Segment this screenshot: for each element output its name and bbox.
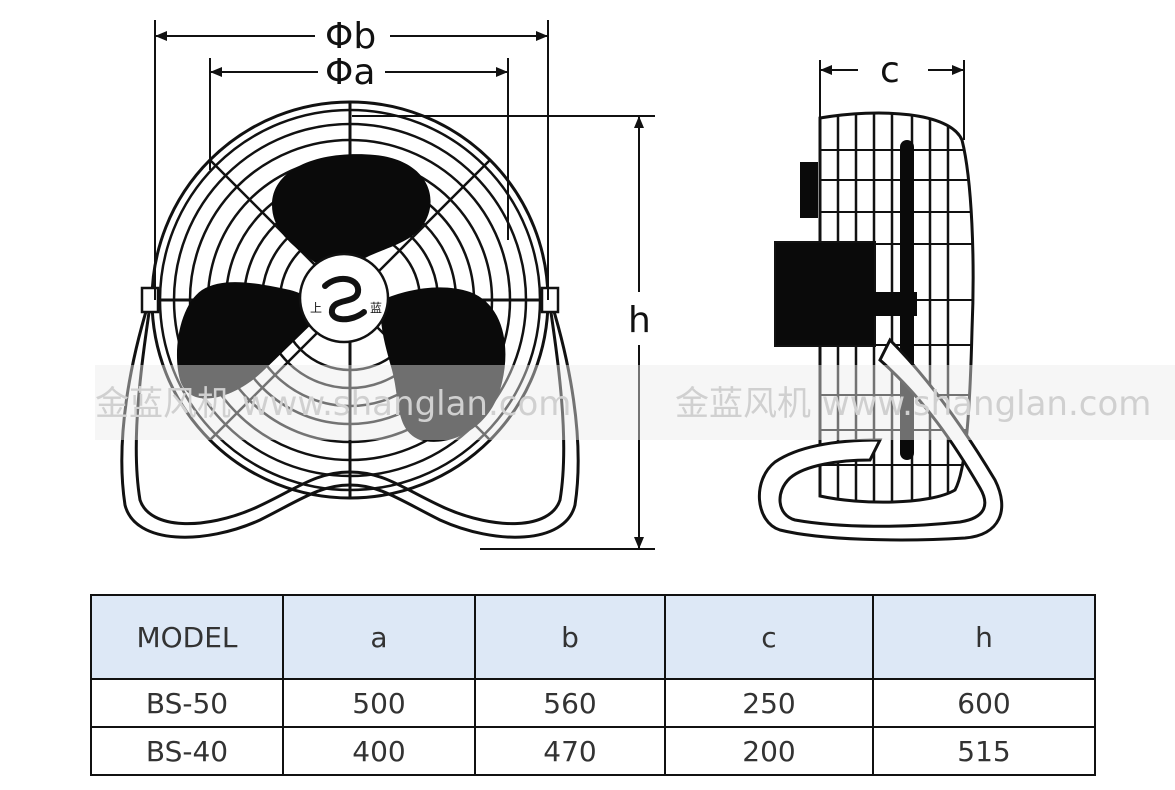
cell-c: 200 — [664, 726, 874, 776]
table-row: BS-50 500 560 250 600 — [90, 678, 1096, 728]
cell-c: 250 — [664, 678, 874, 728]
fan-hub — [298, 252, 390, 344]
hub-text-right: 蓝 — [370, 301, 382, 315]
side-view: c — [758, 50, 1004, 542]
fan-dimension-drawing: 上 蓝 Φb Φa — [95, 16, 1175, 550]
cell-a: 400 — [282, 726, 476, 776]
dimension-c — [819, 60, 965, 140]
header-h: h — [872, 594, 1096, 680]
dimension-label-b: Φb — [325, 16, 376, 57]
spec-table: MODEL a b c h BS-50 500 560 250 600 BS-4… — [90, 594, 1096, 776]
dimension-a — [209, 58, 509, 240]
hub-text-left: 上 — [310, 301, 322, 315]
dimension-b — [154, 20, 549, 300]
dimension-h — [352, 115, 655, 550]
dimension-label-h: h — [628, 300, 651, 341]
right-mount-bracket — [540, 286, 560, 314]
header-model: MODEL — [90, 594, 284, 680]
cell-a: 500 — [282, 678, 476, 728]
side-shaft — [872, 292, 917, 316]
side-motor — [774, 241, 876, 347]
front-view: 上 蓝 Φb Φa — [120, 16, 655, 550]
cell-h: 515 — [872, 726, 1096, 776]
hub-logo-icon — [322, 275, 367, 323]
header-a: a — [282, 594, 476, 680]
watermark-right: 金蓝风机 www.shanglan.com — [675, 384, 1151, 424]
side-stand — [758, 337, 1004, 542]
cell-h: 600 — [872, 678, 1096, 728]
header-b: b — [474, 594, 666, 680]
side-switch — [800, 162, 818, 218]
dimension-label-a: Φa — [325, 52, 375, 93]
watermark-band — [95, 365, 1175, 440]
table-row: BS-40 400 470 200 515 — [90, 726, 1096, 776]
cell-model: BS-40 — [90, 726, 284, 776]
fan-blades — [176, 154, 506, 442]
cell-b: 560 — [474, 678, 666, 728]
table-header-row: MODEL a b c h — [90, 594, 1096, 680]
dimension-label-c: c — [880, 50, 900, 91]
cell-b: 470 — [474, 726, 666, 776]
watermark-left: 金蓝风机 www.shanglan.com — [95, 384, 571, 424]
cell-model: BS-50 — [90, 678, 284, 728]
header-c: c — [664, 594, 874, 680]
